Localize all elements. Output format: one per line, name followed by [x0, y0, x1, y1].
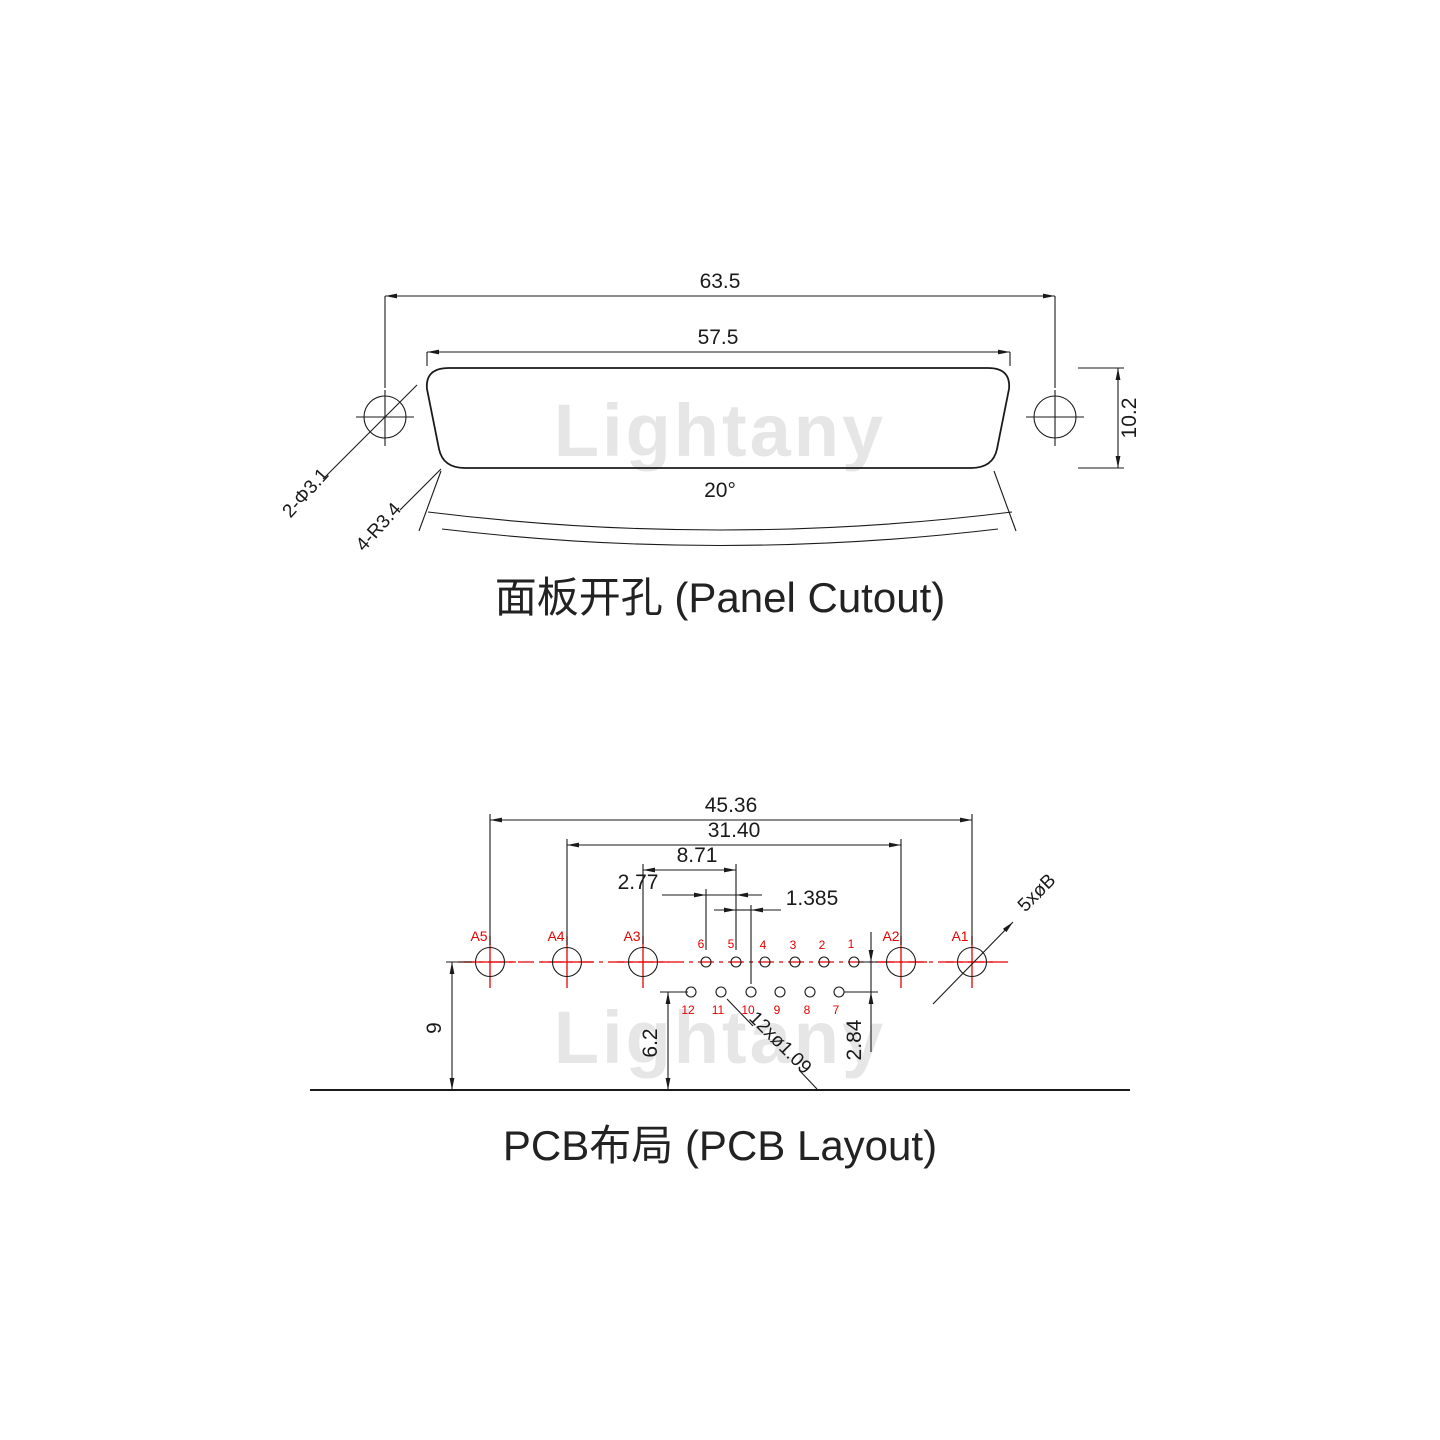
pin-label-11: 11: [712, 1003, 725, 1017]
dim-row-offset-lines: [714, 905, 781, 984]
pad-a2: [885, 946, 917, 978]
dim-outer-width: 63.5: [700, 270, 741, 293]
cutout-outline: [426, 367, 1011, 469]
pad-label-a4: A4: [547, 928, 564, 944]
dim-pin-height-lines: [660, 991, 688, 1090]
angle-annotation-lines: [418, 470, 1017, 547]
watermark-bottom: Lightany: [554, 996, 886, 1079]
dim-angle: 20°: [704, 479, 736, 502]
pin-label-4: 4: [760, 938, 767, 952]
dim-outer-span-lines: [489, 814, 973, 945]
dim-inner-width-lines: [426, 349, 1011, 366]
dim-a3-pin: 8.71: [677, 844, 718, 867]
pin-label-5: 5: [728, 937, 735, 951]
pin-label-3: 3: [790, 938, 797, 952]
dim-pin-height: 6.2: [639, 1028, 662, 1057]
pin-label-8: 8: [804, 1003, 811, 1017]
dim-inner-width: 57.5: [698, 326, 739, 349]
pad-label-a5: A5: [470, 928, 487, 944]
dim-height-lines: [1078, 367, 1124, 469]
watermark-top: Lightany: [554, 389, 886, 472]
pad-a3: [627, 946, 659, 978]
dim-row-gap: 2.84: [843, 1019, 866, 1060]
dim-pad-height: 9: [423, 1022, 446, 1034]
dim-outer-width-lines: [384, 293, 1056, 388]
mount-holes-leader-line: [322, 384, 418, 480]
dim-row-offset: 1.385: [786, 887, 839, 910]
pin-label-6: 6: [698, 937, 705, 951]
pad-circles: [474, 946, 988, 978]
corner-radius-leader-line: [399, 468, 442, 511]
pad-a5: [474, 946, 506, 978]
pad-label-a2: A2: [882, 928, 899, 944]
dim-a3-pin-lines: [642, 864, 737, 950]
pin-label-2: 2: [819, 938, 826, 952]
pin-label-10: 10: [741, 1003, 755, 1017]
pad-a1: [956, 946, 988, 978]
pad-a4: [551, 946, 583, 978]
small-holes-leader-line: [726, 998, 818, 1090]
dim-height: 10.2: [1118, 398, 1141, 439]
pin-circles-bottom-row: [685, 986, 845, 998]
pin-label-7: 7: [833, 1003, 840, 1017]
mount-hole-right: [1026, 390, 1084, 446]
pcb-layout-title: PCB布局 (PCB Layout): [503, 1122, 937, 1169]
pin-label-12: 12: [681, 1003, 695, 1017]
pin-label-9: 9: [774, 1003, 781, 1017]
dim-outer-span: 45.36: [705, 794, 758, 817]
dim-inner-span: 31.40: [708, 819, 761, 842]
dim-pin-pitch: 2.77: [618, 871, 659, 894]
pad-label-a1: A1: [951, 928, 968, 944]
mount-hole-left: [356, 390, 414, 446]
dim-row-gap-lines: [844, 932, 878, 1052]
panel-cutout-title: 面板开孔 (Panel Cutout): [495, 574, 945, 621]
pin-label-1: 1: [848, 937, 855, 951]
big-holes-leader-line: [932, 921, 1014, 1005]
dim-pad-height-lines: [446, 961, 472, 1090]
dim-inner-span-lines: [566, 839, 902, 945]
pad-label-a3: A3: [623, 928, 640, 944]
dim-pin-pitch-lines: [662, 889, 762, 950]
